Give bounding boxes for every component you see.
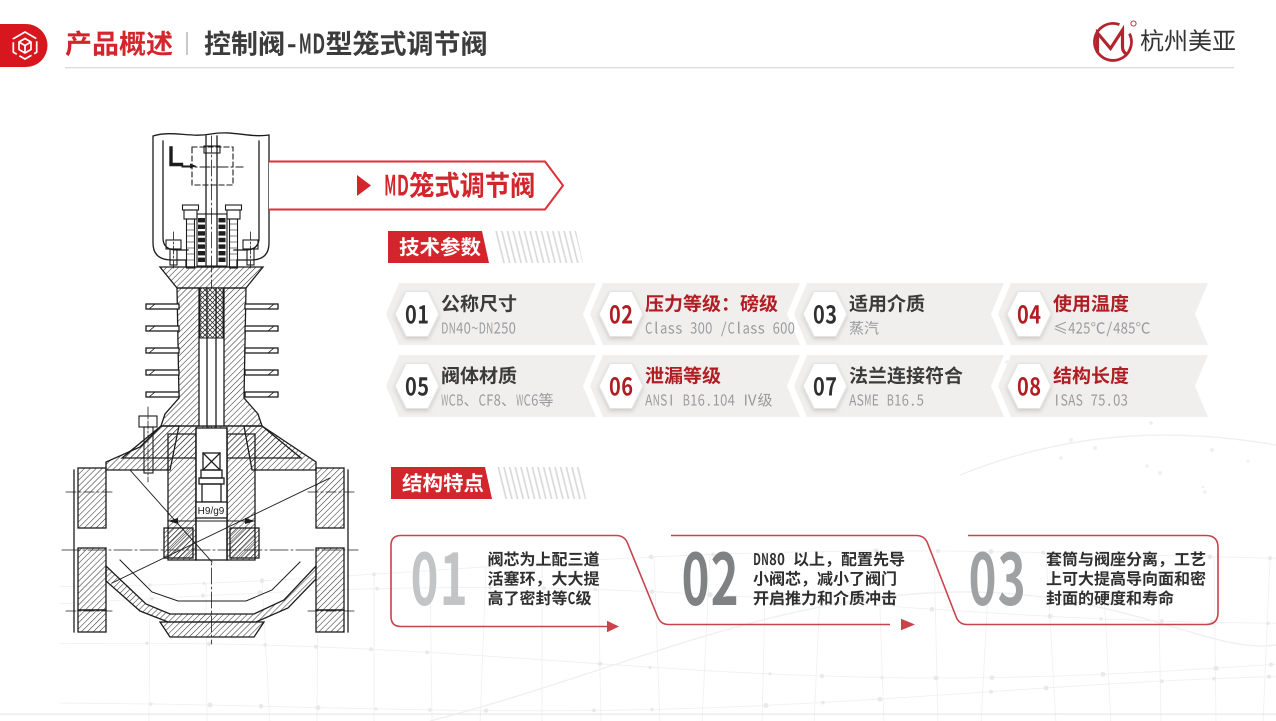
svg-text:H9/g9: H9/g9 [198,506,225,517]
